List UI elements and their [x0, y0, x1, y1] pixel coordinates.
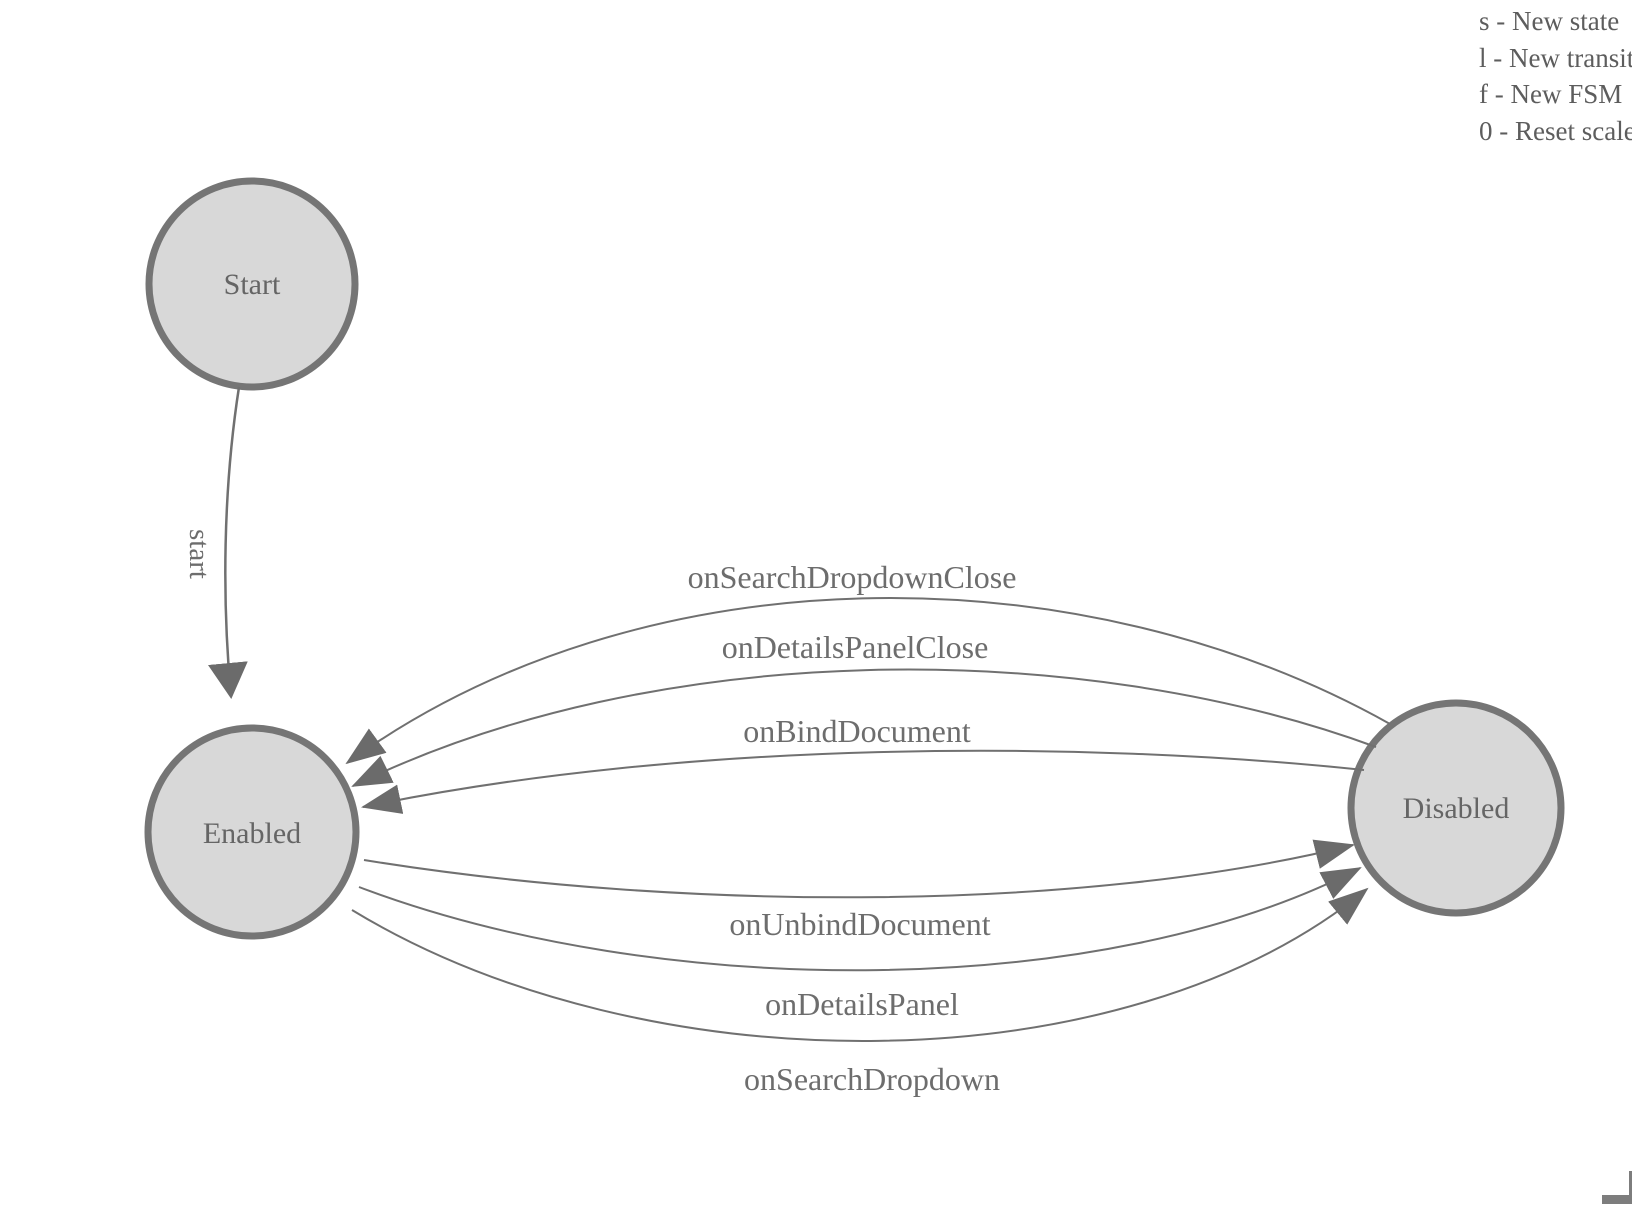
transition-edge-onSearchDropdownClose[interactable]: [345, 597, 1391, 765]
transition-label-start: start: [183, 529, 215, 579]
transition-edge-onUnbindDocument[interactable]: [363, 839, 1355, 899]
transition-label-onSearchDropdown: onSearchDropdown: [744, 1061, 1000, 1097]
state-circle-enabled[interactable]: [144, 724, 360, 940]
transition-label-onSearchDropdownClose: onSearchDropdownClose: [688, 559, 1017, 595]
state-circle-start[interactable]: [145, 177, 359, 391]
transition-label-onDetailsPanelClose: onDetailsPanelClose: [722, 629, 989, 665]
state-label-start: Start: [224, 268, 281, 301]
transition-edge-onDetailsPanel[interactable]: [358, 867, 1362, 972]
transition-label-onBindDocument: onBindDocument: [743, 713, 971, 749]
state-node-start[interactable]: Start: [145, 177, 359, 391]
transition-label-onDetailsPanel: onDetailsPanel: [765, 986, 959, 1022]
legend-item-new-state: s - New state: [1479, 6, 1620, 36]
state-node-disabled[interactable]: Disabled: [1347, 699, 1565, 917]
legend-item-new-transition: l - New transition: [1479, 42, 1632, 73]
legend-item-new-fsm: f - New FSM: [1479, 79, 1623, 110]
transition-edge-start[interactable]: [208, 386, 248, 699]
shortcut-legend: s - New state l - New transition f - New…: [1479, 3, 1632, 149]
transition-edge-onSearchDropdown[interactable]: [351, 887, 1369, 1042]
transition-edge-onDetailsPanelClose[interactable]: [351, 668, 1377, 787]
state-label-enabled: Enabled: [203, 817, 301, 850]
state-circle-disabled[interactable]: [1347, 699, 1565, 917]
clipped-corner-shape: [1602, 1171, 1632, 1204]
transition-label-onUnbindDocument: onUnbindDocument: [729, 906, 990, 942]
transition-edge-onBindDocument[interactable]: [361, 749, 1365, 814]
state-label-disabled: Disabled: [1403, 792, 1510, 825]
legend-item-reset-scale: 0 - Reset scale: [1479, 115, 1632, 146]
state-node-enabled[interactable]: Enabled: [144, 724, 360, 940]
